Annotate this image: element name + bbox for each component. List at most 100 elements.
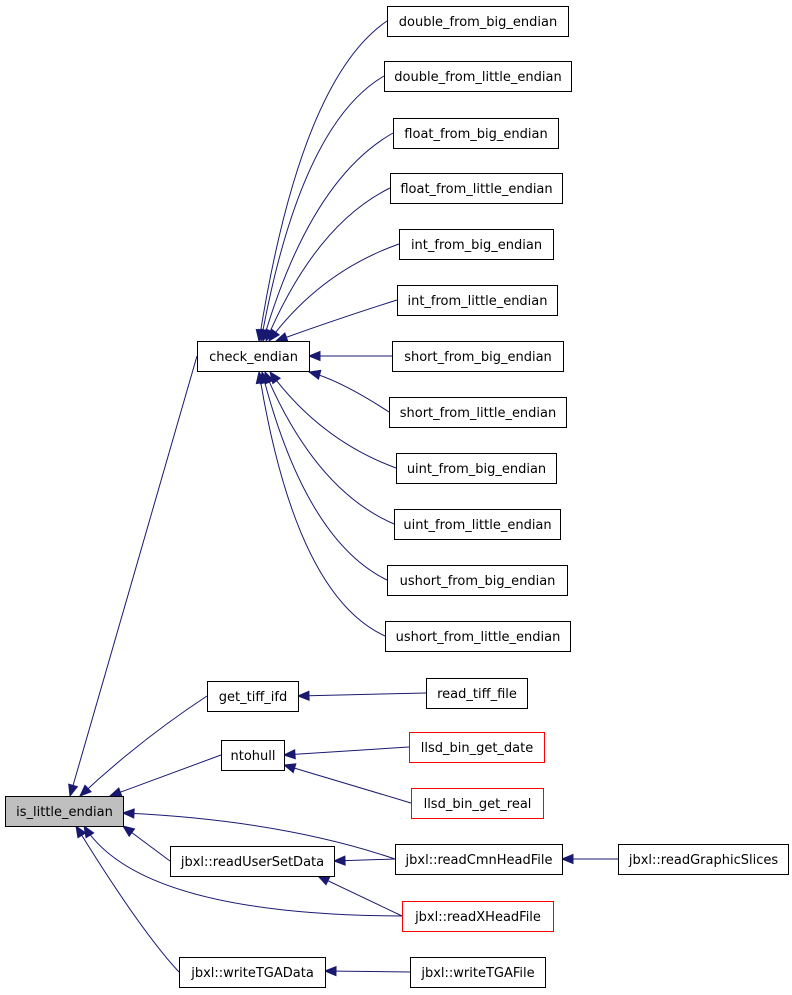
node-box[interactable] <box>170 846 335 877</box>
edge-writeTGAData-to-is_little_endian <box>75 825 180 973</box>
edge-read_tiff_file-to-get_tiff_ifd <box>297 692 427 697</box>
node-readUserSetData[interactable]: jbxl::readUserSetData <box>170 846 335 877</box>
node-short-from-big-endian[interactable]: short_from_big_endian <box>392 341 564 372</box>
arrowhead <box>332 855 346 866</box>
edge-readCmnHeadFile-to-is_little_endian <box>122 812 396 860</box>
edge-ushort_from_big_endian-to-check_endian <box>261 371 388 581</box>
node-box[interactable] <box>197 341 310 372</box>
node-box[interactable] <box>618 844 789 875</box>
node-writeTGAData[interactable]: jbxl::writeTGAData <box>179 957 326 988</box>
arrowhead <box>323 965 337 977</box>
node-box[interactable] <box>395 844 563 875</box>
edge-uint_from_little_endian-to-check_endian <box>264 371 395 525</box>
node-label: ushort_from_little_endian <box>396 630 561 645</box>
edge-llsd_bin_get_date-to-ntohull <box>283 746 410 756</box>
edge-float_from_little_endian-to-check_endian <box>265 187 391 342</box>
node-box[interactable] <box>399 229 554 260</box>
node-box[interactable] <box>392 341 564 372</box>
edge-readXHeadFile-to-readUserSetData <box>317 875 403 917</box>
node-uint-from-little-endian[interactable]: uint_from_little_endian <box>394 509 561 540</box>
arrowhead <box>255 370 267 385</box>
node-box[interactable] <box>387 565 568 596</box>
node-short-from-little-endian[interactable]: short_from_little_endian <box>389 397 567 428</box>
node-box[interactable] <box>409 732 545 763</box>
node-label: read_tiff_file <box>437 687 517 702</box>
node-box[interactable] <box>387 6 569 37</box>
arrowhead <box>121 825 136 838</box>
node-box[interactable] <box>389 397 567 428</box>
node-box[interactable] <box>410 957 546 988</box>
edge-float_from_big_endian-to-check_endian <box>262 132 394 342</box>
node-box[interactable] <box>390 173 563 204</box>
arrowhead <box>282 763 297 774</box>
node-float-from-little-endian[interactable]: float_from_little_endian <box>390 173 563 204</box>
nodes-layer: is_little_endian check_endian double_from_… <box>5 6 789 988</box>
node-box[interactable] <box>426 678 528 709</box>
arrowhead <box>83 824 95 839</box>
arrowhead <box>296 690 310 701</box>
node-label: ntohull <box>231 749 276 764</box>
node-label: double_from_little_endian <box>394 70 561 85</box>
node-label: short_from_big_endian <box>404 350 552 365</box>
node-box[interactable] <box>394 509 561 540</box>
node-label: float_from_little_endian <box>400 182 552 197</box>
node-label: double_from_big_endian <box>399 15 557 30</box>
node-box[interactable] <box>396 453 557 484</box>
arrowhead <box>268 328 281 343</box>
arrowhead <box>269 370 282 385</box>
node-box[interactable] <box>393 118 559 149</box>
node-int-from-little-endian[interactable]: int_from_little_endian <box>397 285 558 316</box>
node-readXHeadFile[interactable]: jbxl::readXHeadFile <box>402 901 554 932</box>
node-label: short_from_little_endian <box>400 406 557 421</box>
node-label: jbxl::writeTGAFile <box>420 966 534 981</box>
node-double-from-big-endian[interactable]: double_from_big_endian <box>387 6 569 37</box>
node-writeTGAFile[interactable]: jbxl::writeTGAFile <box>410 957 546 988</box>
edges-layer <box>68 20 618 977</box>
node-box[interactable] <box>411 788 544 819</box>
node-box[interactable] <box>402 901 554 932</box>
node-float-from-big-endian[interactable]: float_from_big_endian <box>393 118 559 149</box>
node-ushort-from-little-endian[interactable]: ushort_from_little_endian <box>385 621 571 652</box>
node-box[interactable] <box>384 61 572 92</box>
node-ushort-from-big-endian[interactable]: ushort_from_big_endian <box>387 565 568 596</box>
node-label: ushort_from_big_endian <box>400 574 556 589</box>
arrowhead <box>108 787 123 797</box>
node-box[interactable] <box>207 681 299 712</box>
node-label: uint_from_big_endian <box>407 462 546 477</box>
node-uint-from-big-endian[interactable]: uint_from_big_endian <box>396 453 557 484</box>
node-llsd-bin-get-date[interactable]: llsd_bin_get_date <box>409 732 545 763</box>
node-box[interactable] <box>5 796 124 827</box>
node-int-from-big-endian[interactable]: int_from_big_endian <box>399 229 554 260</box>
arrowhead <box>121 808 135 819</box>
node-check-endian[interactable]: check_endian <box>197 341 310 372</box>
node-label: jbxl::readCmnHeadFile <box>405 853 553 868</box>
node-readCmnHeadFile[interactable]: jbxl::readCmnHeadFile <box>395 844 563 875</box>
edge-readXHeadFile-to-is_little_endian <box>83 825 403 917</box>
node-label: llsd_bin_get_date <box>421 741 534 756</box>
node-box[interactable] <box>385 621 571 652</box>
edge-int_from_little_endian-to-check_endian <box>275 299 398 342</box>
arrowhead <box>316 875 331 886</box>
arrowhead <box>68 783 79 798</box>
edge-int_from_big_endian-to-check_endian <box>268 243 400 342</box>
node-label: is_little_endian <box>16 805 113 820</box>
node-box[interactable] <box>179 957 326 988</box>
edge-ushort_from_little_endian-to-check_endian <box>258 371 386 637</box>
node-read-tiff-file[interactable]: read_tiff_file <box>426 678 528 709</box>
node-is-little-endian[interactable]: is_little_endian <box>5 796 124 827</box>
node-ntohull[interactable]: ntohull <box>221 740 285 771</box>
edge-double_from_big_endian-to-check_endian <box>258 20 388 342</box>
node-label: jbxl::readXHeadFile <box>414 910 541 925</box>
node-get-tiff-ifd[interactable]: get_tiff_ifd <box>207 681 299 712</box>
node-box[interactable] <box>221 740 285 771</box>
node-llsd-bin-get-real[interactable]: llsd_bin_get_real <box>411 788 544 819</box>
arrowhead <box>79 784 92 797</box>
edge-short_from_little_endian-to-check_endian <box>308 371 390 413</box>
node-readGraphicSlices[interactable]: jbxl::readGraphicSlices <box>618 844 789 875</box>
node-double-from-little-endian[interactable]: double_from_little_endian <box>384 61 572 92</box>
node-label: int_from_big_endian <box>411 238 542 253</box>
node-label: jbxl::readUserSetData <box>180 855 324 870</box>
edge-llsd_bin_get_real-to-ntohull <box>283 764 412 804</box>
node-box[interactable] <box>397 285 558 316</box>
